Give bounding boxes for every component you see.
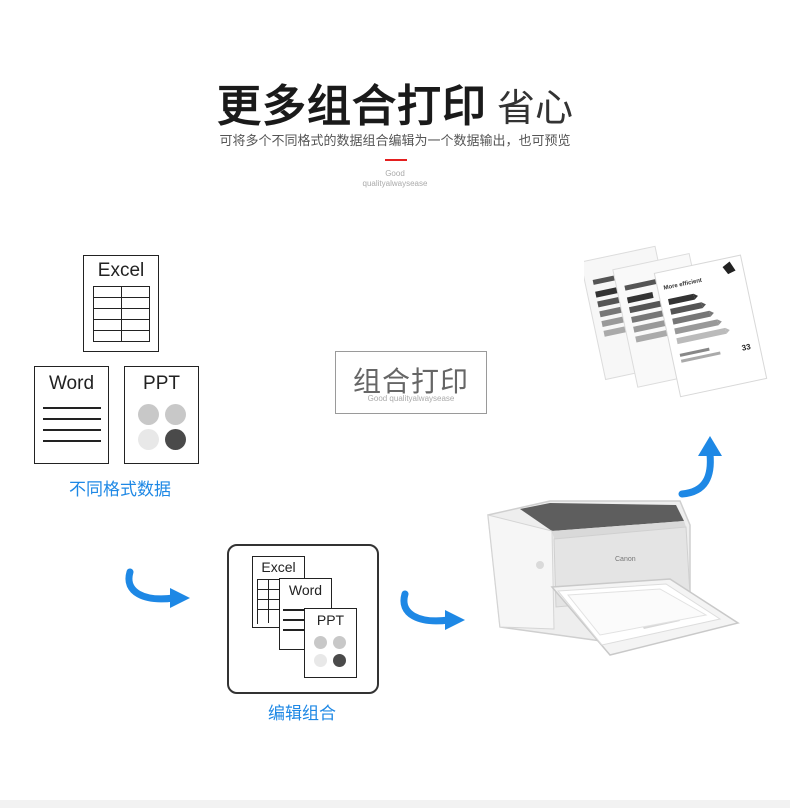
title-light: 省心 xyxy=(496,88,573,130)
excel-document-icon: Excel xyxy=(83,255,159,352)
ppt-dot xyxy=(333,636,346,649)
word-document-icon: Word xyxy=(34,366,109,464)
ppt-dot xyxy=(314,654,327,667)
word-label: Word xyxy=(288,582,323,598)
source-docs-caption: 不同格式数据 xyxy=(69,480,171,499)
ppt-dot xyxy=(138,429,159,450)
accent-divider xyxy=(385,159,407,161)
flow-arrow-icon xyxy=(122,568,194,612)
ppt-dot xyxy=(333,654,346,667)
printed-page-number: 33 xyxy=(741,342,752,353)
ppt-document-icon: PPT xyxy=(304,608,357,678)
excel-grid xyxy=(93,286,150,342)
printer-brand: Canon xyxy=(615,556,636,563)
page-subtitle: 可将多个不同格式的数据组合编辑为一个数据输出，也可预览 xyxy=(219,133,571,148)
combine-print-box: 组合打印 Good qualityalwaysease xyxy=(335,351,487,414)
printer-image: Canon xyxy=(480,495,742,670)
tagline-top: Good xyxy=(385,169,405,178)
combined-docs-caption: 编辑组合 xyxy=(268,704,336,723)
flow-arrow-icon xyxy=(397,590,469,634)
ppt-dot xyxy=(165,404,186,425)
ppt-dot xyxy=(314,636,327,649)
bottom-divider xyxy=(0,800,790,808)
ppt-label: PPT xyxy=(143,373,180,394)
ppt-dot xyxy=(165,429,186,450)
ppt-label: PPT xyxy=(316,612,345,628)
combined-docs-frame: Excel Word PPT xyxy=(227,544,379,694)
printed-pages-image: More efficient 33 xyxy=(580,230,774,405)
page-title: 更多组合打印省心 xyxy=(0,70,790,134)
excel-label: Excel xyxy=(261,559,296,575)
excel-label: Excel xyxy=(97,260,145,281)
flow-arrow-icon-up xyxy=(676,432,728,502)
combine-print-label: 组合打印 xyxy=(352,366,469,397)
combine-print-sublabel: Good qualityalwaysease xyxy=(367,394,455,403)
title-bold: 更多组合打印 xyxy=(216,82,487,131)
word-label: Word xyxy=(48,373,95,394)
ppt-document-icon: PPT xyxy=(124,366,199,464)
tagline-bottom: qualityalwaysease xyxy=(362,179,428,188)
ppt-dot xyxy=(138,404,159,425)
